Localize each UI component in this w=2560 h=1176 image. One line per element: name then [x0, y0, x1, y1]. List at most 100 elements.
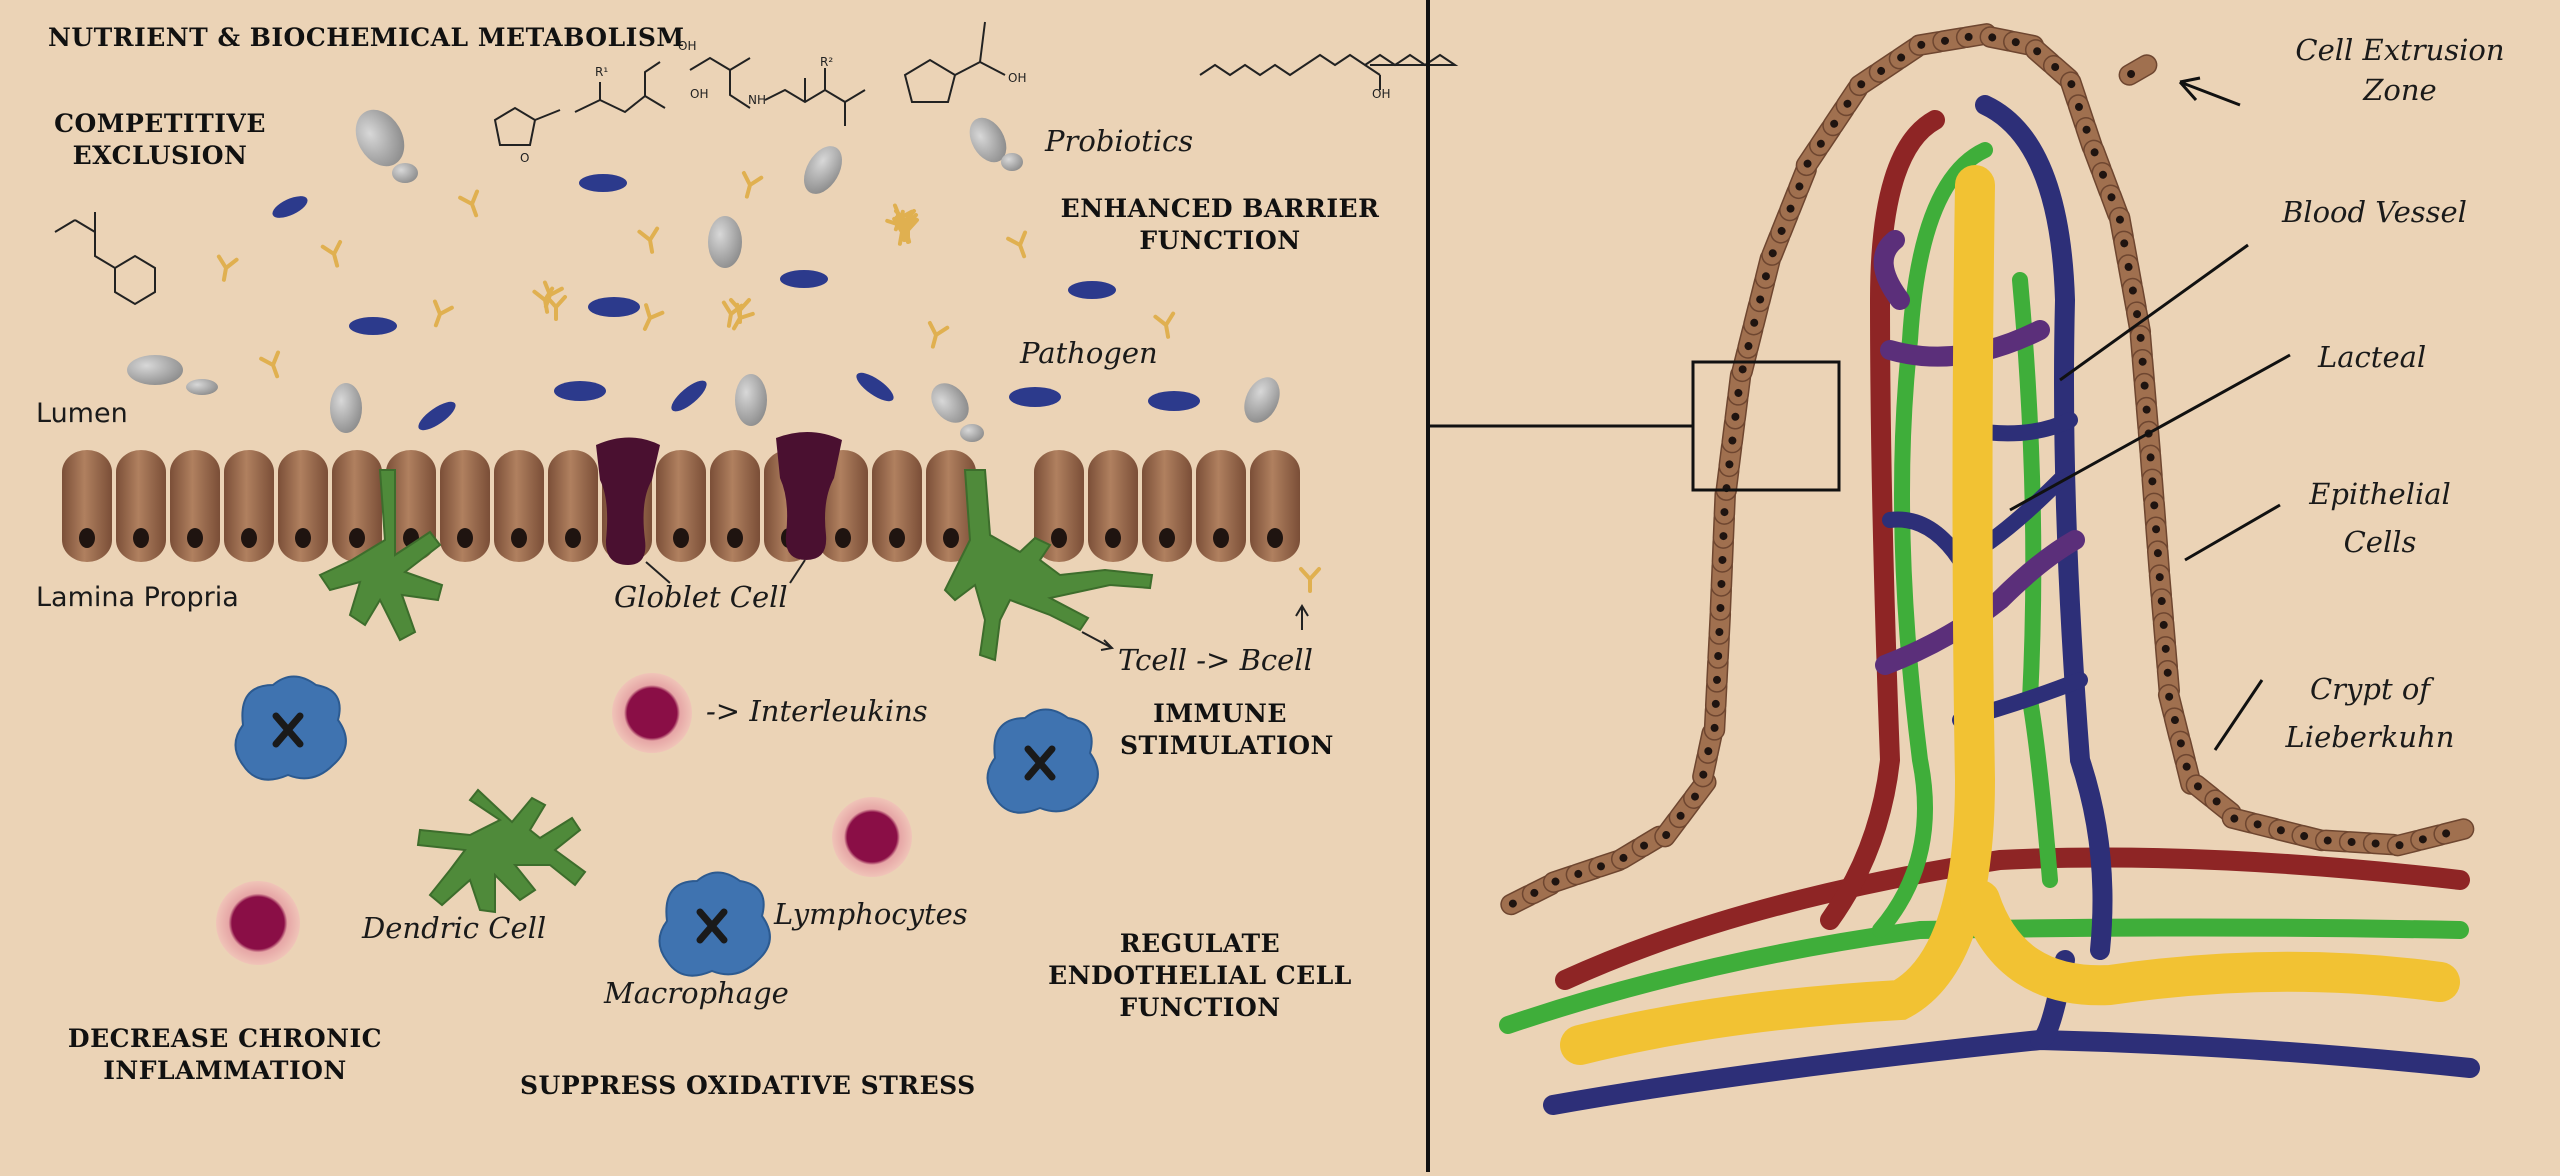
probiotic: [804, 146, 842, 194]
antibody: [259, 350, 281, 379]
antibody: [458, 189, 480, 218]
heading-line: FUNCTION: [1139, 226, 1301, 255]
heading-line: ENDOTHELIAL CELL: [1048, 961, 1352, 990]
probiotic: [708, 216, 742, 268]
label-macrophage: Macrophage: [604, 976, 789, 1010]
lymphocyte: [612, 673, 692, 753]
probiotic: [735, 374, 767, 426]
arrow-up-bcell: [1295, 604, 1309, 630]
macrophage: [234, 675, 347, 781]
epithelial-cell: [1250, 450, 1300, 562]
label-blood-vessel: Blood Vessel: [2282, 195, 2467, 229]
molecule-label-oh: OH: [690, 87, 708, 101]
goblet-cell: [596, 437, 660, 565]
label-line: Zone: [2363, 73, 2437, 107]
macrophage: [658, 871, 771, 977]
dendritic-cells: [318, 469, 1154, 914]
macrophages: [234, 675, 1099, 977]
label-dendric-cell: Dendric Cell: [362, 911, 547, 945]
label-lymphocytes: Lymphocytes: [774, 897, 968, 931]
label-lumen: Lumen: [36, 398, 128, 429]
vein-vessel: [1975, 95, 2113, 960]
probiotic: [186, 379, 218, 395]
pathogen: [1009, 387, 1061, 407]
chemical-structures: [54, 21, 1459, 306]
label-lacteal: Lacteal: [2318, 340, 2427, 374]
label-goblet-cell: Globlet Cell: [614, 580, 788, 614]
amide-structure: [689, 56, 866, 126]
epithelial-cell: [440, 450, 490, 562]
lacteal-vessel: [1960, 880, 2460, 1006]
heading-line: EXCLUSION: [72, 141, 248, 170]
phenylalanine-structure: [54, 212, 156, 306]
tcell-arrows: [1081, 604, 1309, 651]
epithelial-cell: [1034, 450, 1084, 562]
probiotic: [1001, 153, 1023, 171]
lymph-vessel: [2012, 272, 2058, 888]
antibody: [432, 299, 454, 328]
molecule-label-oh: OH: [1372, 87, 1390, 101]
epithelial-cell: [1088, 450, 1138, 562]
epithelial-cell: [224, 450, 274, 562]
label-interleukins: -> Interleukins: [706, 694, 928, 728]
arrow-to-tcell: [1081, 631, 1115, 651]
heading-regulate-endothelial: REGULATE ENDOTHELIAL CELL FUNCTION: [1040, 928, 1360, 1024]
pathogen: [418, 401, 456, 431]
artery-vessel: [1820, 110, 1945, 930]
crypt-pointer: [2213, 679, 2264, 751]
villus-epithelium: [1500, 23, 2475, 916]
label-line: Crypt of: [2309, 672, 2431, 706]
probiotics: [127, 109, 1280, 442]
epithelial-cell: [710, 450, 760, 562]
label-pathogen: Pathogen: [1020, 336, 1158, 370]
antibody: [545, 295, 567, 321]
epithelial-cell: [1142, 450, 1192, 562]
pathogen: [1148, 391, 1200, 411]
epithelial-cell: [548, 450, 598, 562]
pathogen: [349, 317, 397, 335]
probiotic: [355, 109, 405, 167]
heading-competitive-exclusion: COMPETITIVE EXCLUSION: [40, 108, 280, 172]
label-line: Cell Extrusion: [2295, 33, 2505, 67]
pathogen: [1068, 281, 1116, 299]
lymphocyte: [216, 881, 300, 965]
molecule-atom-labels: OH OH NH O R¹ R² OH OH: [520, 39, 1390, 165]
label-cell-extrusion-zone: Cell Extrusion Zone: [2250, 30, 2550, 110]
epithelial-pointer: [2184, 503, 2281, 562]
villus-cell: [2433, 818, 2475, 845]
molecule-label-r1: R¹: [595, 65, 608, 79]
label-pointers: [2009, 76, 2291, 751]
heading-line: STIMULATION: [1120, 731, 1334, 760]
proline-structure: [903, 21, 1006, 103]
dendritic-cell: [943, 469, 1154, 662]
heading-line: COMPETITIVE: [54, 109, 266, 138]
vessels: [1499, 95, 2480, 1115]
heading-line: ENHANCED BARRIER: [1060, 194, 1380, 223]
antibody: [642, 303, 665, 331]
lacteal-pointer: [2009, 353, 2291, 512]
antibody: [320, 240, 343, 268]
dendritic-cell: [318, 469, 444, 642]
goblet-pointers: [645, 559, 806, 584]
molecule-label-oh: OH: [1008, 71, 1026, 85]
right-panel: [1428, 23, 2480, 1115]
pathogen: [780, 270, 828, 288]
lacteal-vessel: [1560, 165, 1996, 1065]
antibodies: [216, 171, 1321, 593]
antibody: [896, 213, 918, 239]
epithelial-cell: [656, 450, 706, 562]
antibody: [637, 226, 660, 254]
label-tcell-bcell: Tcell -> Bcell: [1118, 643, 1313, 677]
probiotic: [931, 383, 969, 423]
pathogen: [671, 380, 707, 412]
left-panel: OH OH NH O R¹ R² OH OH: [54, 21, 1459, 977]
pathogen: [579, 174, 627, 192]
epithelial-cell: [872, 450, 922, 562]
epithelial-cell: [278, 450, 328, 562]
probiotic: [330, 383, 362, 433]
heading-immune-stimulation: IMMUNE STIMULATION: [1120, 698, 1334, 762]
probiotic: [392, 163, 418, 183]
macrophage: [986, 708, 1099, 814]
antibody: [216, 254, 239, 282]
